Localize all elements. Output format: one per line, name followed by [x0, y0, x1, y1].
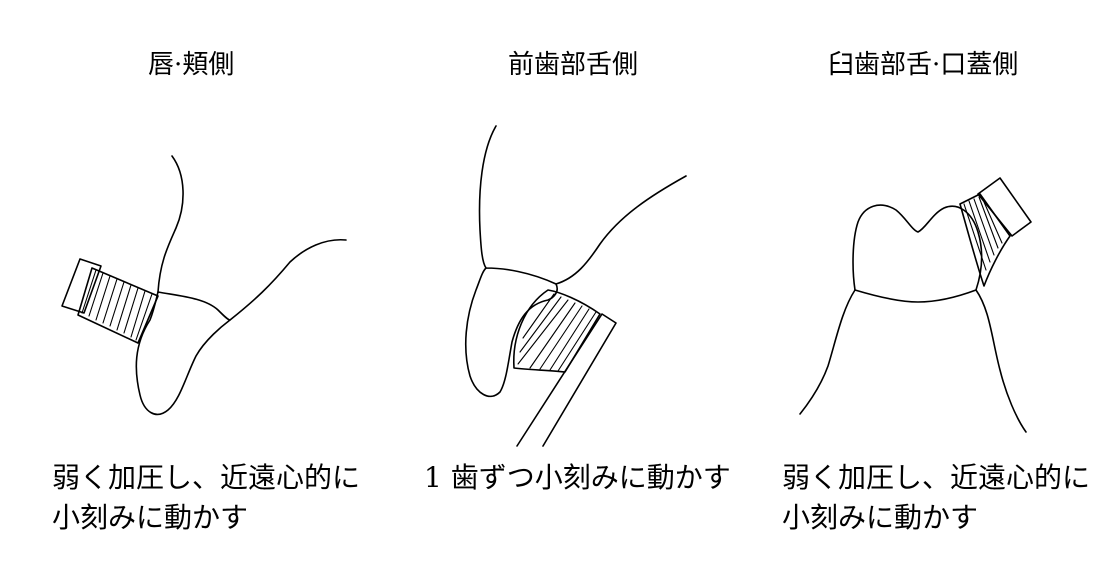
caption-line: 弱く加圧し、近遠心的に: [52, 461, 361, 494]
caption-line: 1 歯ずつ小刻みに動かす: [424, 461, 731, 494]
panel-caption: 弱く加圧し、近遠心的に 小刻みに動かす: [782, 458, 1090, 538]
panel-title: 唇·頬側: [148, 50, 235, 80]
panel-title: 前歯部舌側: [508, 50, 639, 80]
panel-title: 臼歯部舌·口蓋側: [828, 50, 1019, 80]
caption-line: 弱く加圧し、近遠心的に: [782, 461, 1091, 494]
panel-anterior-lingual: 前歯部舌側 1 歯ずつ小刻みに動かす: [370, 0, 740, 574]
caption-line: 小刻みに動かす: [52, 501, 249, 534]
panel-labial-buccal: 唇·頬側 弱く加圧し、近遠心的に 小刻みに動かす: [0, 0, 370, 574]
panel-molar-lingual-palatal: 臼歯部舌·口蓋側 弱く加圧し、近遠心的に 小刻みに動かす: [740, 0, 1105, 574]
panel-caption: 1 歯ずつ小刻みに動かす: [424, 458, 731, 498]
panel-caption: 弱く加圧し、近遠心的に 小刻みに動かす: [52, 458, 360, 538]
caption-line: 小刻みに動かす: [782, 501, 979, 534]
